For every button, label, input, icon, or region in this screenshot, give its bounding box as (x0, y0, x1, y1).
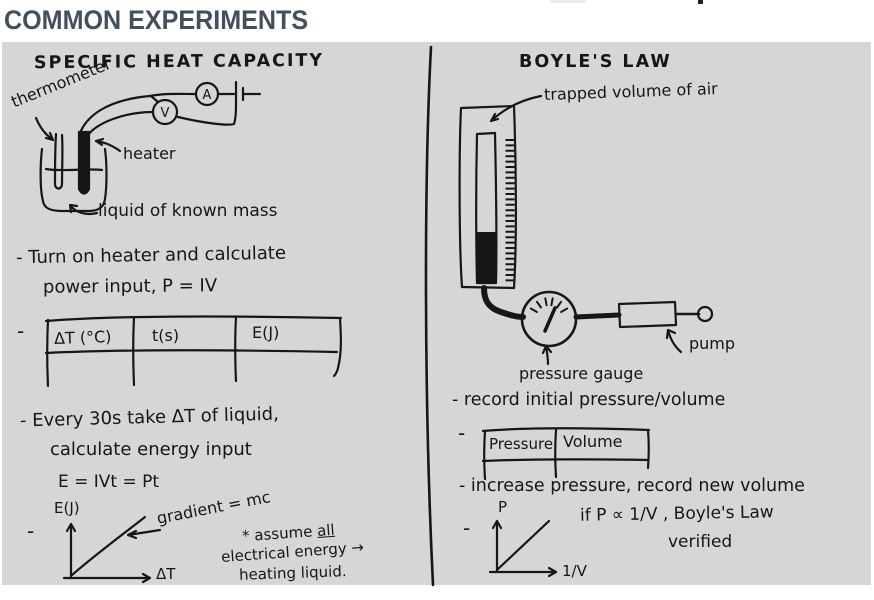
boyle-table-header-pressure: Pressure (489, 435, 554, 453)
boyle-table-header-volume: Volume (563, 432, 623, 451)
shc-step1-line2: power input, P = IV (42, 275, 218, 298)
boyle-graph-x-label: 1/V (562, 562, 587, 580)
assumption-line3: heating liquid. (238, 562, 347, 584)
cropped-artifact-smudge (550, 0, 586, 3)
shc-graph-bullet: - (27, 519, 35, 543)
cropped-artifact-speck (698, 0, 703, 4)
page-title: COMMON EXPERIMENTS (4, 5, 309, 35)
shc-table-header-dt: ΔT (°C) (53, 327, 112, 348)
liquid-label: liquid of known mass (98, 201, 278, 221)
pump-label: pump (689, 334, 736, 353)
shc-table-header-e: E(J) (252, 323, 280, 342)
shc-step2-line2: calculate energy input (50, 439, 252, 460)
boyle-step2: - increase pressure, record new volume (459, 476, 805, 496)
boyle-graph-y-label: P (498, 498, 508, 516)
right-section-heading: BOYLE'S LAW (519, 52, 672, 72)
shc-graph-y-label: E(J) (54, 499, 80, 517)
shc-equation: E = IVt = Pt (58, 472, 160, 492)
shc-graph-x-label: ΔT (156, 565, 176, 583)
boyle-step1: - record initial pressure/volume (452, 390, 726, 410)
boyle-conclusion-line1: if P ∝ 1/V , Boyle's Law (579, 502, 774, 526)
pressure-gauge-label: pressure gauge (519, 364, 644, 383)
assumption-underlined: all (316, 520, 336, 540)
shc-table-header-t: t(s) (152, 326, 180, 345)
heater-label: heater (123, 144, 176, 163)
boyle-table-bullet: - (458, 421, 466, 445)
boyle-conclusion-line2: verified (668, 532, 733, 552)
boyle-graph-bullet: - (463, 516, 471, 540)
shc-table-bullet: - (17, 319, 25, 343)
